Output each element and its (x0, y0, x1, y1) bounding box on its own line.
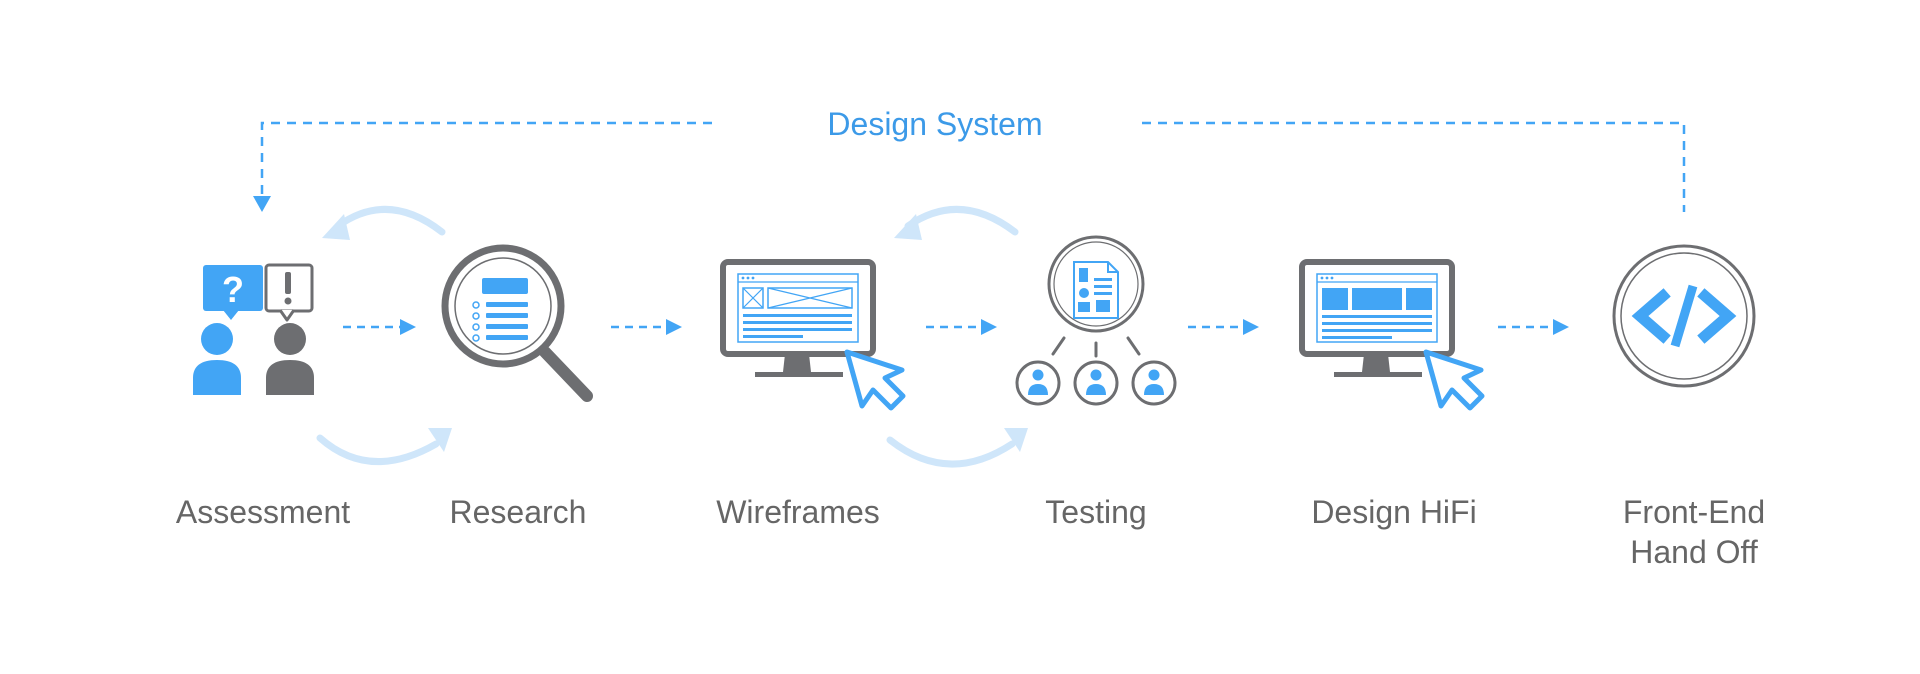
user-testing-icon (1015, 235, 1177, 406)
step-label-design-hifi: Design HiFi (1311, 494, 1477, 530)
question-exclamation-people-icon: ? (193, 263, 314, 395)
iteration-arc-top-2 (904, 206, 1019, 236)
iteration-arc-bottom-1 (316, 434, 440, 465)
step-label-line-2: Hand Off (1630, 534, 1758, 570)
step-label-research: Research (449, 494, 587, 530)
design-system-title: Design System (827, 106, 1043, 142)
iteration-arc-bottom-2 (886, 436, 1016, 468)
magnifying-glass-icon (441, 244, 593, 402)
step-label-front-end-hand-off: Front-End Hand Off (1623, 492, 1765, 572)
flow-arrowheads (400, 319, 1569, 335)
code-icon (1612, 244, 1756, 388)
step-label-testing: Testing (1045, 494, 1147, 530)
step-label-wireframes: Wireframes (716, 494, 880, 530)
loop-arrowhead (253, 196, 271, 212)
step-label-assessment: Assessment (175, 494, 351, 530)
hifi-monitor-icon (1299, 259, 1485, 411)
cursor-icon (844, 349, 906, 411)
iteration-arcs (316, 206, 1019, 468)
svg-text:?: ? (222, 269, 244, 310)
step-label-line-1: Front-End (1622, 494, 1766, 530)
iteration-arc-top-1 (334, 206, 446, 236)
wireframe-monitor-icon (720, 259, 906, 411)
cursor-icon (1423, 349, 1485, 411)
design-system-loop-line (260, 121, 1686, 212)
iteration-arrowheads (322, 214, 1028, 452)
